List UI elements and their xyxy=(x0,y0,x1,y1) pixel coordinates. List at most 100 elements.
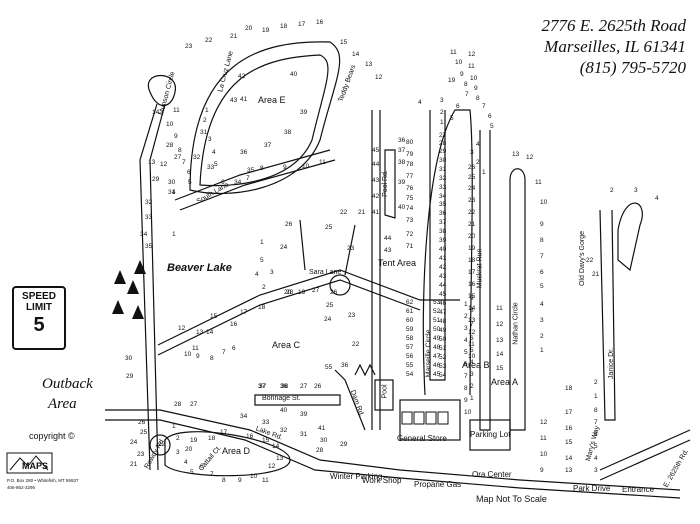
speed-line2: LIMIT xyxy=(25,302,53,313)
site-number-north_col: 38 xyxy=(398,159,406,166)
site-number-davys: 2 xyxy=(610,187,614,194)
west-main-road xyxy=(139,103,158,471)
site-number-north_col: 78 xyxy=(406,161,414,168)
site-number-right_col: 24 xyxy=(468,185,476,192)
site-number-north_right: 2 xyxy=(476,159,480,166)
site-number-area_d: 9 xyxy=(238,477,242,484)
site-number-area_c: 55 xyxy=(325,364,333,371)
site-number-outback: 30 xyxy=(125,355,133,362)
site-number-far_right: 7 xyxy=(540,253,544,260)
map-not-to-scale-label: Map Not To Scale xyxy=(476,494,547,504)
site-number-north_right: 10 xyxy=(470,75,478,82)
site-number-right_col: 19 xyxy=(468,245,476,252)
site-number-top_loop: 13 xyxy=(365,61,373,68)
site-number-center_col: 30 xyxy=(439,157,447,164)
site-number-center_col: 35 xyxy=(439,201,447,208)
site-number-area_b_col: 14 xyxy=(496,351,504,358)
site-number-area_e_inner: 1 xyxy=(205,107,209,114)
site-number-north_col: 45 xyxy=(372,147,380,154)
speed-line1: SPEED xyxy=(22,291,56,302)
site-number-right_col: 14 xyxy=(468,305,476,312)
dam-road xyxy=(334,369,366,431)
site-number-area_b_col: 11 xyxy=(496,305,503,312)
park-drive-label: Park Drive xyxy=(573,484,611,493)
site-number-top_right: 8 xyxy=(464,81,468,88)
site-number-bonnage: 36 xyxy=(280,383,288,390)
tree-icon xyxy=(134,260,146,274)
site-number-area_d: 17 xyxy=(220,429,228,436)
old-davys-gorge-label: Old Davy's Gorge xyxy=(579,230,587,287)
site-number-area_e: 35 xyxy=(247,167,255,174)
site-number-west_col: 9 xyxy=(174,133,178,140)
site-number-north_col: 44 xyxy=(372,161,380,168)
site-number-area_e_inner: 6 xyxy=(221,179,225,186)
site-number-top_loop: 16 xyxy=(316,19,324,26)
site-number-right_col: 20 xyxy=(468,233,476,240)
beaver-lake-label: Beaver Lake xyxy=(167,262,232,274)
site-number-center: 19 xyxy=(298,289,306,296)
site-number-top_right: 3 xyxy=(440,97,444,104)
site-number-area_e_inner: 7 xyxy=(246,175,250,182)
site-number-area_b_col: 13 xyxy=(496,337,504,344)
phone-icon xyxy=(401,411,413,425)
site-number-tent: 47 xyxy=(433,353,441,360)
site-number-center: 21 xyxy=(358,209,366,216)
site-number-tent: 44 xyxy=(384,235,392,242)
site-number-right_col: 7 xyxy=(470,321,474,328)
site-number-center_col: 37 xyxy=(439,219,447,226)
site-number-outback: 27 xyxy=(190,401,198,408)
site-number-right_col: 16 xyxy=(468,281,476,288)
site-number-center: 11 xyxy=(192,345,199,352)
site-number-area_b_col: 9 xyxy=(464,397,468,404)
site-number-tent: 46 xyxy=(433,362,441,369)
site-number-area_b_col: 1 xyxy=(464,301,468,308)
site-number-right_col: 6 xyxy=(470,335,474,342)
site-number-center: 15 xyxy=(210,313,218,320)
site-number-area_d: 19 xyxy=(190,437,198,444)
site-number-bonnage: 41 xyxy=(318,425,326,432)
site-number-area_d: 2 xyxy=(176,435,180,442)
site-number-west_col2: 34 xyxy=(140,231,148,238)
site-number-davys: 17 xyxy=(565,409,573,416)
site-number-center_col: 47 xyxy=(439,309,447,316)
site-number-area_e: 31 xyxy=(200,129,208,136)
site-number-center: 2 xyxy=(262,284,266,291)
site-number-north_col: 36 xyxy=(398,137,406,144)
site-number-west_col: 4 xyxy=(172,189,176,196)
site-number-tent: 43 xyxy=(384,247,392,254)
site-number-center_col: 50 xyxy=(439,336,447,343)
site-number-davys: 15 xyxy=(565,439,573,446)
site-number-davys: 3 xyxy=(634,187,638,194)
site-number-north_col: 41 xyxy=(372,209,380,216)
site-number-area_e_inner: 3 xyxy=(208,136,212,143)
site-number-right_col: 12 xyxy=(468,329,476,336)
site-number-center: 3 xyxy=(270,269,274,276)
site-number-right_col: 11 xyxy=(468,341,475,348)
restroom-icon xyxy=(413,411,425,425)
area-e-inner xyxy=(199,54,329,187)
parking-lot-label: Parking Lot xyxy=(470,430,511,439)
site-number-center_col: 40 xyxy=(439,246,447,253)
site-number-bonnage: 31 xyxy=(300,431,308,438)
site-number-west_col: 7 xyxy=(182,159,186,166)
marseille-circle-label: Marseille Circle xyxy=(425,329,433,378)
site-number-right_col: 18 xyxy=(468,257,476,264)
site-number-outback: 24 xyxy=(130,439,138,446)
site-number-right_col: 8 xyxy=(470,307,474,314)
site-number-davys: 8 xyxy=(594,407,598,414)
site-number-area_d: 12 xyxy=(268,463,276,470)
site-number-davys: 1 xyxy=(594,393,598,400)
site-number-tent: 53 xyxy=(433,299,441,306)
site-number-north_col: 39 xyxy=(398,179,406,186)
site-number-top_right: 1 xyxy=(440,119,444,126)
site-number-davys: 9 xyxy=(540,467,544,474)
site-number-right_col: 2 xyxy=(470,383,474,390)
site-number-area_d: 13 xyxy=(276,455,284,462)
site-number-center_col: 51 xyxy=(439,345,447,352)
site-number-tent: 50 xyxy=(433,326,441,333)
area-a-label: Area A xyxy=(491,377,519,387)
site-number-north_col: 75 xyxy=(406,195,414,202)
outback-label-line1: Outback xyxy=(42,376,93,392)
site-number-area_e_inner: 9 xyxy=(283,164,287,171)
site-number-center: 14 xyxy=(206,329,214,336)
